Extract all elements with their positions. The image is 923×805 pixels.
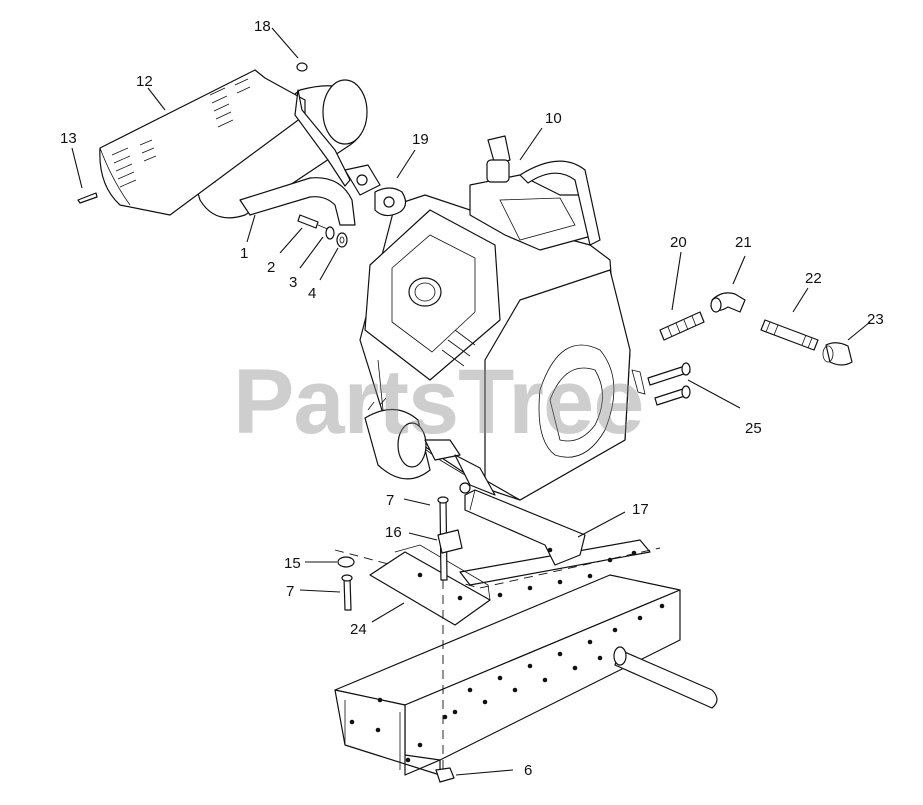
callout-12: 12 [136,73,153,90]
callout-15: 15 [284,555,301,572]
callout-7-upper: 7 [386,492,394,509]
callout-13: 13 [60,130,77,147]
callout-3: 3 [289,274,297,291]
callout-19: 19 [412,131,429,148]
callout-24: 24 [350,621,367,638]
heat-shield-slots [111,78,251,188]
engine [359,135,631,501]
callout-4: 4 [308,285,316,302]
callout-21: 21 [735,234,752,251]
callout-7-lower: 7 [286,583,294,600]
callout-25: 25 [745,420,762,437]
callout-18: 18 [254,18,271,35]
muffler-assembly [77,62,407,248]
mounting-hardware [337,489,586,783]
rail-holes [349,550,665,763]
watermark-text: PartsTree [233,351,643,453]
callout-20: 20 [670,234,687,251]
callout-23: 23 [867,311,884,328]
callout-1: 1 [240,245,248,262]
frame-rail [334,539,718,776]
callout-2: 2 [267,259,275,276]
callout-6: 6 [524,762,532,779]
callout-17: 17 [632,501,649,518]
leader-lines [71,27,871,776]
callout-16: 16 [385,524,402,541]
oil-drain-fittings [631,292,853,406]
callout-10: 10 [545,110,562,127]
callout-22: 22 [805,270,822,287]
callout-labels: 18 12 13 1 2 3 4 19 10 20 21 22 23 25 17… [60,18,884,779]
